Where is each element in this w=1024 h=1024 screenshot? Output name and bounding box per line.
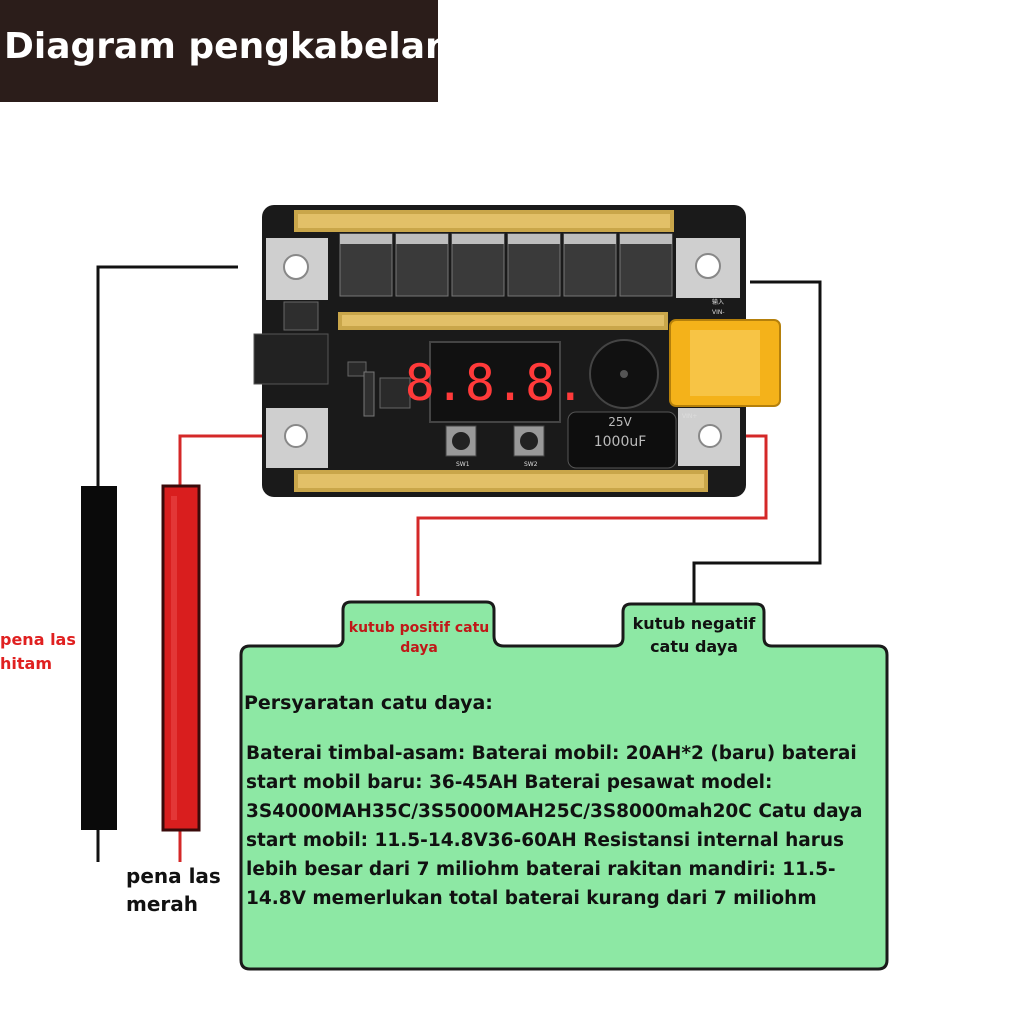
svg-text:SW2: SW2 — [524, 461, 538, 468]
svg-text:SW1: SW1 — [456, 461, 470, 468]
pad-bottom-right — [678, 408, 740, 466]
seven-segment-display — [429, 341, 561, 423]
positive-wire — [416, 434, 768, 596]
button-sw2 — [513, 425, 545, 457]
mosfet-row — [339, 233, 673, 297]
requirements-body: Baterai timbal-asam: Baterai mobil: 20AH… — [246, 743, 863, 909]
page-title: Diagram pengkabelan — [4, 26, 451, 67]
red-pen-wire — [178, 434, 296, 486]
pcb-board: 8.8.8. SW1 SW2 1000uF 25V 输入 VIN- VIN+ — [253, 205, 781, 497]
display-digits: 8.8.8. — [405, 354, 586, 412]
positive-terminal-label: kutub positif catu daya — [348, 620, 490, 656]
diode — [283, 301, 319, 331]
black-pen-wire — [96, 265, 238, 486]
black-pen-label: pena las hitam — [0, 630, 76, 673]
negative-terminal-label: kutub negatif catu daya — [632, 614, 756, 656]
svg-text:25V: 25V — [608, 415, 632, 429]
pad-top-left — [266, 238, 328, 300]
dc-jack — [253, 333, 329, 385]
svg-text:输入: 输入 — [712, 298, 724, 306]
svg-text:VIN-: VIN- — [712, 309, 725, 316]
svg-text:1000uF: 1000uF — [594, 434, 647, 450]
title-bar: Diagram pengkabelan — [0, 0, 451, 102]
capacitor — [567, 411, 677, 469]
negative-wire — [692, 280, 822, 604]
button-sw1 — [445, 425, 477, 457]
requirements-heading: Persyaratan catu daya: — [244, 692, 493, 714]
black-pen — [81, 486, 117, 830]
red-pen-label: pena las merah — [126, 864, 221, 916]
pad-bottom-left — [266, 408, 328, 468]
pad-top-right — [676, 238, 740, 298]
battery-box — [239, 600, 889, 971]
red-pen — [161, 484, 201, 832]
svg-text:VIN+: VIN+ — [682, 413, 697, 420]
